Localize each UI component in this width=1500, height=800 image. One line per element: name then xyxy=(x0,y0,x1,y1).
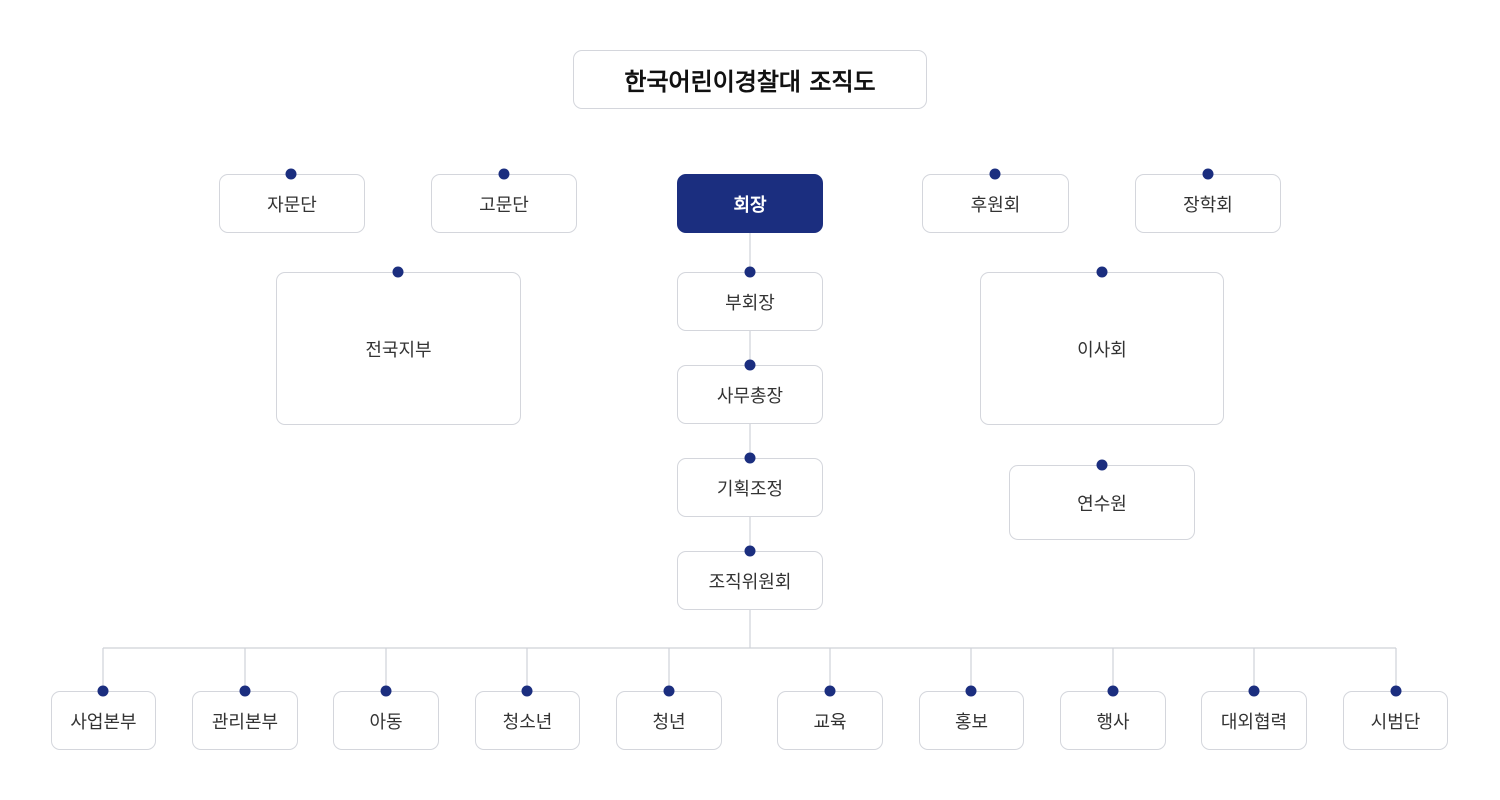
node-department[interactable]: 아동 xyxy=(333,691,439,750)
connector-dot xyxy=(498,168,510,180)
connector-dot xyxy=(1096,266,1108,278)
node-training-center[interactable]: 연수원 xyxy=(1009,465,1195,540)
node-secretary-general[interactable]: 사무총장 xyxy=(677,365,823,424)
node-department[interactable]: 홍보 xyxy=(919,691,1024,750)
node-branches[interactable]: 전국지부 xyxy=(276,272,521,425)
node-department[interactable]: 교육 xyxy=(777,691,883,750)
node-department[interactable]: 관리본부 xyxy=(192,691,298,750)
connector-dot xyxy=(744,545,756,557)
node-department[interactable]: 청소년 xyxy=(475,691,580,750)
connector-dot xyxy=(97,685,109,697)
node-counsel-group[interactable]: 고문단 xyxy=(431,174,577,233)
chart-title: 한국어린이경찰대 조직도 xyxy=(573,50,927,109)
node-department[interactable]: 사업본부 xyxy=(51,691,156,750)
connector-dot xyxy=(380,685,392,697)
connector-dot xyxy=(824,685,836,697)
connector-dot xyxy=(1390,685,1402,697)
node-advisory-board[interactable]: 자문단 xyxy=(219,174,365,233)
connector-dot xyxy=(392,266,404,278)
node-scholarship[interactable]: 장학회 xyxy=(1135,174,1281,233)
connector-dot xyxy=(744,452,756,464)
connector-dot xyxy=(965,685,977,697)
connector-dot xyxy=(239,685,251,697)
node-organizing-committee[interactable]: 조직위원회 xyxy=(677,551,823,610)
node-planning[interactable]: 기획조정 xyxy=(677,458,823,517)
node-president[interactable]: 회장 xyxy=(677,174,823,233)
node-vice-president[interactable]: 부회장 xyxy=(677,272,823,331)
node-department[interactable]: 행사 xyxy=(1060,691,1166,750)
node-department[interactable]: 청년 xyxy=(616,691,722,750)
node-department[interactable]: 대외협력 xyxy=(1201,691,1307,750)
connector-dot xyxy=(1107,685,1119,697)
connector-dot xyxy=(744,266,756,278)
connector-dot xyxy=(1096,459,1108,471)
node-board-of-directors[interactable]: 이사회 xyxy=(980,272,1224,425)
node-department[interactable]: 시범단 xyxy=(1343,691,1448,750)
connector-dot xyxy=(1248,685,1260,697)
connector-dot xyxy=(663,685,675,697)
connector-dot xyxy=(989,168,1001,180)
connector-dot xyxy=(744,359,756,371)
connector-dot xyxy=(521,685,533,697)
connector-dot xyxy=(1202,168,1214,180)
connector-dot xyxy=(285,168,297,180)
node-supporters[interactable]: 후원회 xyxy=(922,174,1069,233)
